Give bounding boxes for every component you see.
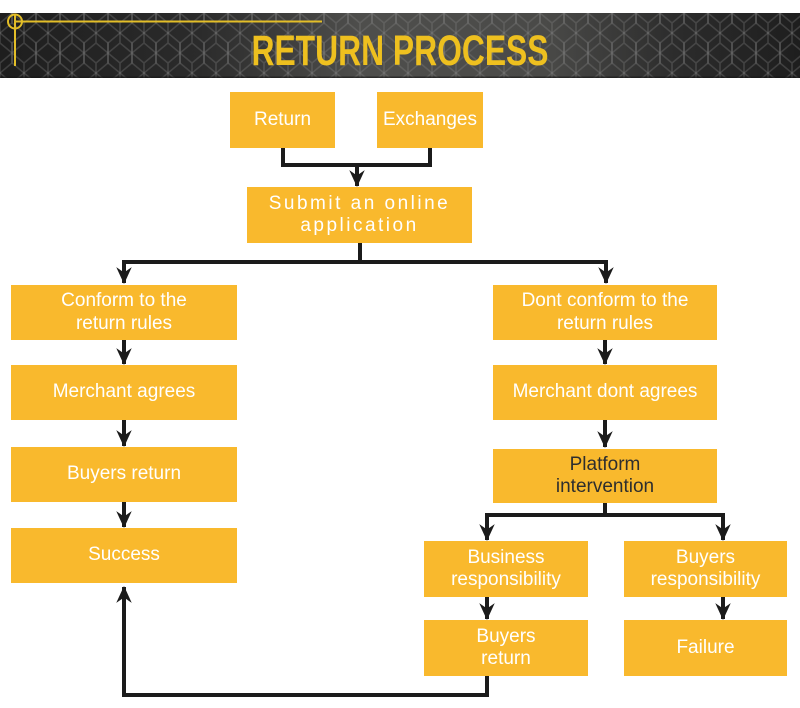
node-buyers-responsibility: Buyers responsibility: [624, 541, 787, 597]
node-platform-intervention: Platform intervention: [493, 449, 717, 503]
node-buyers-return: Buyers return: [11, 447, 237, 502]
node-dont-conform-rules: Dont conform to the return rules: [493, 285, 717, 340]
node-business-responsibility: Business responsibility: [424, 541, 588, 597]
node-submit-application: Submit an online application: [247, 187, 472, 243]
node-return: Return: [230, 92, 335, 148]
node-buyers-return-2: Buyers return: [424, 620, 588, 676]
node-exchanges: Exchanges: [377, 92, 483, 148]
hexagon-mesh-pattern: [0, 13, 800, 78]
node-conform-rules: Conform to the return rules: [11, 285, 237, 340]
node-merchant-agrees: Merchant agrees: [11, 365, 237, 420]
node-success: Success: [11, 528, 237, 583]
node-failure: Failure: [624, 620, 787, 676]
header-band: [0, 13, 800, 78]
crosshair-ornament: [7, 13, 322, 66]
page-title: RETURN PROCESS: [251, 27, 549, 75]
node-merchant-dont-agrees: Merchant dont agrees: [493, 365, 717, 420]
